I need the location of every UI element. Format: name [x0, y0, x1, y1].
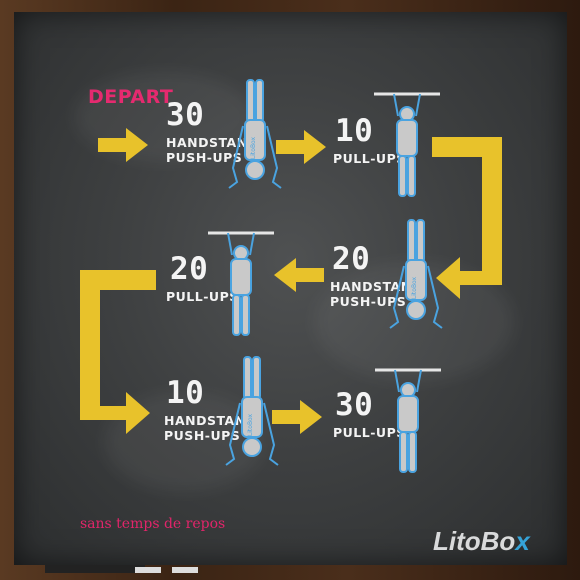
- svg-text:LitoBox: LitoBox: [247, 413, 254, 436]
- footer-note: sans temps de repos: [80, 516, 226, 532]
- uturn-arrow-right-icon: [432, 137, 502, 299]
- step-reps: 10: [335, 113, 374, 149]
- step-reps: 30: [335, 387, 374, 423]
- svg-text:LitoBox: LitoBox: [411, 276, 418, 299]
- handstand-figure-icon: LitoBox: [228, 79, 282, 189]
- step-label: PUSH-UPS: [330, 294, 407, 309]
- step-reps: 20: [332, 241, 371, 277]
- step-label: PULL-UPS: [166, 289, 239, 304]
- chalk-tray: [45, 565, 145, 573]
- step-label: HANDSTAND: [166, 135, 259, 150]
- arrow-right-icon: [98, 128, 148, 162]
- arrow-right-icon: [272, 400, 322, 434]
- step-label: PULL-UPS: [333, 425, 406, 440]
- step-label: HANDSTAND: [164, 413, 257, 428]
- pullup-figure-icon: [374, 92, 440, 197]
- step-label: PUSH-UPS: [164, 428, 241, 443]
- uturn-arrow-left-icon: [80, 270, 156, 434]
- brand-name-x: x: [515, 526, 530, 556]
- handstand-figure-icon: LitoBox: [225, 356, 279, 466]
- arrow-left-icon: [274, 258, 324, 292]
- step-reps: 10: [166, 375, 205, 411]
- chalk-piece: [135, 567, 161, 573]
- arrow-right-icon: [276, 130, 326, 164]
- handstand-figure-icon: LitoBox: [389, 219, 443, 329]
- svg-text:LitoBox: LitoBox: [250, 136, 257, 159]
- step-label: PULL-UPS: [333, 151, 406, 166]
- pullup-figure-icon: [208, 231, 274, 336]
- step-label: PUSH-UPS: [166, 150, 243, 165]
- step-reps: 20: [170, 251, 209, 287]
- brand-logo: LitoBox: [433, 526, 530, 557]
- pullup-figure-icon: [375, 368, 441, 473]
- step-reps: 30: [166, 97, 205, 133]
- brand-name: LitoBo: [433, 526, 516, 556]
- chalk-piece: [172, 567, 198, 573]
- start-label: DEPART: [88, 86, 174, 108]
